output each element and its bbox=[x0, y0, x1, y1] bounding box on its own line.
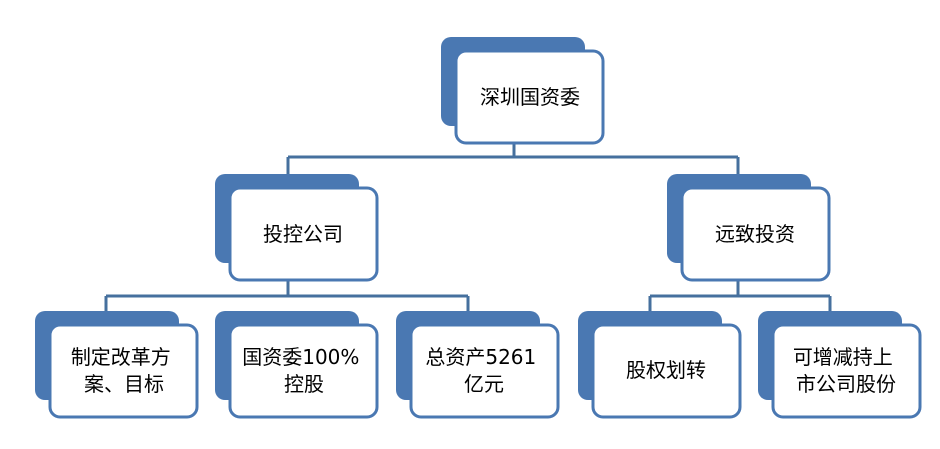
node-label: 远致投资 bbox=[715, 222, 795, 246]
org-node-root: 深圳国资委 bbox=[441, 37, 605, 145]
node-label: 制定改革方 案、目标 bbox=[71, 345, 177, 396]
node-box bbox=[228, 186, 379, 282]
org-node-branch-1-child-2: 国资委100% 控股 bbox=[215, 311, 379, 419]
connectors bbox=[104, 143, 832, 313]
node-label: 股权划转 bbox=[626, 358, 706, 382]
org-node-branch-1: 投控公司 bbox=[215, 174, 379, 282]
node-box bbox=[680, 186, 831, 282]
node-box bbox=[771, 323, 922, 419]
node-label: 投控公司 bbox=[263, 222, 343, 246]
node-label: 国资委100% 控股 bbox=[242, 345, 366, 396]
org-node-branch-1-child-1: 制定改革方 案、目标 bbox=[35, 311, 199, 419]
org-node-branch-2-child-2: 可增减持上 市公司股份 bbox=[758, 311, 922, 419]
node-box bbox=[591, 323, 742, 419]
node-box bbox=[409, 323, 560, 419]
node-box bbox=[48, 323, 199, 419]
org-node-branch-1-child-3: 总资产5261 亿元 bbox=[396, 311, 560, 419]
node-label: 深圳国资委 bbox=[480, 85, 580, 109]
org-node-branch-2-child-1: 股权划转 bbox=[578, 311, 742, 419]
node-label: 总资产5261 亿元 bbox=[425, 345, 542, 396]
node-box bbox=[454, 49, 605, 145]
node-label: 可增减持上 市公司股份 bbox=[793, 345, 899, 396]
node-box bbox=[228, 323, 379, 419]
org-node-branch-2: 远致投资 bbox=[667, 174, 831, 282]
